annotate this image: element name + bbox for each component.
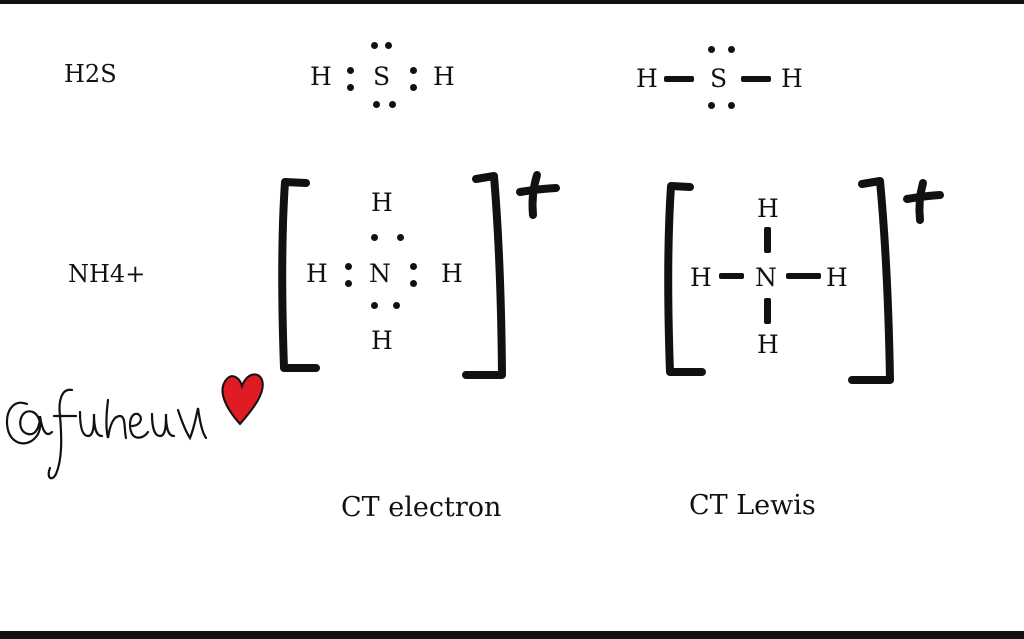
electron-dot: [345, 263, 352, 270]
electron-dot: [371, 234, 378, 241]
single-bond: [741, 76, 771, 82]
plus-charge-icon: [516, 171, 560, 219]
h-atom: H: [310, 62, 332, 91]
h-atom: H: [306, 259, 328, 288]
electron-dot: [410, 84, 417, 91]
single-bond: [719, 273, 744, 279]
h-atom: H: [757, 330, 779, 359]
left-bracket: [278, 178, 320, 372]
h-atom: H: [433, 62, 455, 91]
h-atom: H: [826, 263, 848, 292]
electron-dot: [708, 46, 715, 53]
single-bond: [764, 298, 771, 324]
bottom-border: [0, 631, 1024, 639]
electron-dot: [385, 42, 392, 49]
left-bracket: [664, 182, 706, 376]
electron-dot: [345, 280, 352, 287]
electron-dot: [389, 101, 396, 108]
electron-dot: [410, 67, 417, 74]
h-atom: H: [781, 64, 803, 93]
electron-dot: [410, 263, 417, 270]
plus-charge-icon: [903, 179, 944, 224]
single-bond: [664, 76, 694, 82]
h-atom: H: [441, 259, 463, 288]
formula-h2s: H2S: [64, 60, 117, 88]
single-bond: [786, 273, 821, 279]
electron-dot: [371, 302, 378, 309]
electron-dot: [708, 102, 715, 109]
right-bracket: [848, 177, 894, 384]
top-border: [0, 0, 1024, 4]
h-atom: H: [371, 326, 393, 355]
h-atom: H: [371, 188, 393, 217]
n-atom: N: [755, 263, 777, 292]
formula-nh4: NH4+: [68, 260, 146, 288]
h-atom: H: [690, 263, 712, 292]
caption-lewis: CT Lewis: [689, 490, 816, 521]
electron-dot: [347, 84, 354, 91]
heart-icon: [221, 373, 264, 426]
electron-dot: [728, 102, 735, 109]
electron-dot: [728, 46, 735, 53]
single-bond: [764, 227, 771, 253]
s-atom: S: [710, 64, 728, 93]
electron-dot: [347, 67, 354, 74]
electron-dot: [410, 280, 417, 287]
electron-dot: [371, 42, 378, 49]
right-bracket: [462, 172, 506, 379]
caption-electron: CT electron: [341, 492, 502, 523]
h-atom: H: [636, 64, 658, 93]
s-atom: S: [373, 62, 391, 91]
n-atom: N: [369, 259, 391, 288]
electron-dot: [393, 302, 400, 309]
electron-dot: [397, 234, 404, 241]
h-atom: H: [757, 194, 779, 223]
handwritten-signature: [5, 373, 264, 480]
electron-dot: [373, 101, 380, 108]
